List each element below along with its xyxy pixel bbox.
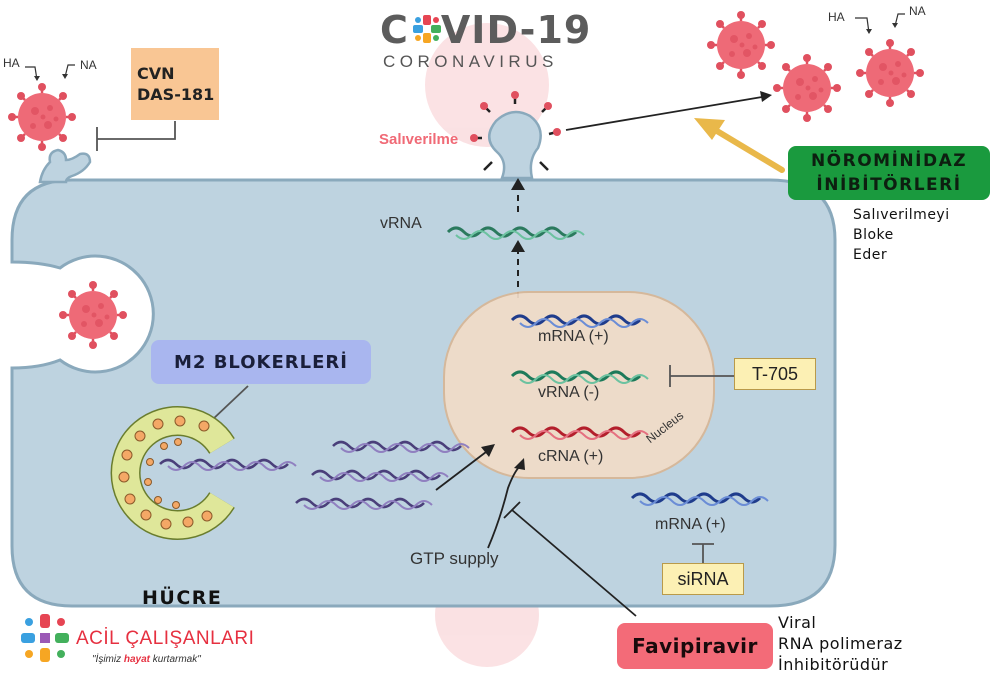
favipiravir-note-line3: İnhibitörüdür: [778, 655, 889, 674]
neuraminidase-arrow: [709, 125, 785, 173]
virus-released-2: [771, 52, 843, 124]
mrna-nucleus-label: mRNA (+): [538, 328, 609, 345]
budding-virion: [470, 91, 561, 180]
favipiravir-note: Viral RNA polimeraz İnhibitörüdür: [778, 612, 903, 675]
t705-box: T-705: [734, 358, 816, 390]
ha-label-right: HA: [828, 10, 845, 24]
neuraminidase-inhibitors-box: NÖROMİNİDAZ İNİBİTÖRLERİ: [788, 146, 990, 200]
virus-attached: [6, 81, 78, 153]
subtitle: CORONAVIRUS: [383, 52, 558, 71]
cvn-das181-box: CVN DAS-181: [131, 48, 219, 120]
acil-logo-icon: [21, 614, 69, 662]
m2-blockers-box: M2 BLOKERLERİ: [151, 340, 371, 384]
virus-released-3: [854, 37, 926, 109]
vrna-neg-label: vRNA (-): [538, 384, 600, 401]
sirna-box: siRNA: [662, 563, 744, 595]
ha-label-left: HA: [3, 56, 20, 70]
covid-logo-icon: [413, 15, 441, 43]
favipiravir-box: Favipiravir: [617, 623, 773, 669]
das181-label: DAS-181: [137, 85, 215, 104]
acil-logo-slogan: "İşimiz hayat kurtarmak": [92, 654, 201, 665]
acil-logo-name: ACİL ÇALIŞANLARI: [76, 628, 255, 649]
vrna-label: vRNA: [380, 215, 422, 232]
neuraminidase-note-line1: Salıverilmeyi: [853, 207, 950, 223]
title: C VID-19: [380, 8, 591, 52]
neuraminidase-note-line3: Eder: [853, 247, 888, 263]
neuraminidase-note: Salıverilmeyi Bloke Eder: [853, 205, 950, 265]
cvn-inhibition-line: [97, 121, 176, 140]
slogan-post: kurtarmak": [150, 654, 201, 665]
favipiravir-note-line2: RNA polimeraz: [778, 634, 903, 653]
mrna-cytoplasm-label: mRNA (+): [655, 516, 726, 533]
cvn-label: CVN: [137, 64, 175, 83]
slogan-pre: "İşimiz: [92, 654, 124, 665]
endosome-m2-channel: [110, 406, 235, 540]
gtp-supply-label: GTP supply: [410, 549, 499, 568]
virus-endocytosed: [57, 279, 129, 351]
favipiravir-note-line1: Viral: [778, 613, 817, 632]
virus-released-1: [705, 9, 777, 81]
na-label-left: NA: [80, 58, 97, 72]
cell-label: HÜCRE: [142, 587, 223, 609]
release-label: Salıverilme: [379, 131, 459, 148]
title-suffix: VID-19: [440, 8, 592, 52]
crna-label: cRNA (+): [538, 448, 604, 465]
title-prefix: C: [380, 8, 409, 52]
receptor: [38, 148, 92, 184]
neuraminidase-line1: NÖROMİNİDAZ: [810, 151, 968, 171]
neuraminidase-line2: İNİBİTÖRLERİ: [816, 175, 962, 195]
na-label-right: NA: [909, 4, 926, 18]
slogan-bold: hayat: [123, 654, 151, 665]
neuraminidase-note-line2: Bloke: [853, 227, 894, 243]
